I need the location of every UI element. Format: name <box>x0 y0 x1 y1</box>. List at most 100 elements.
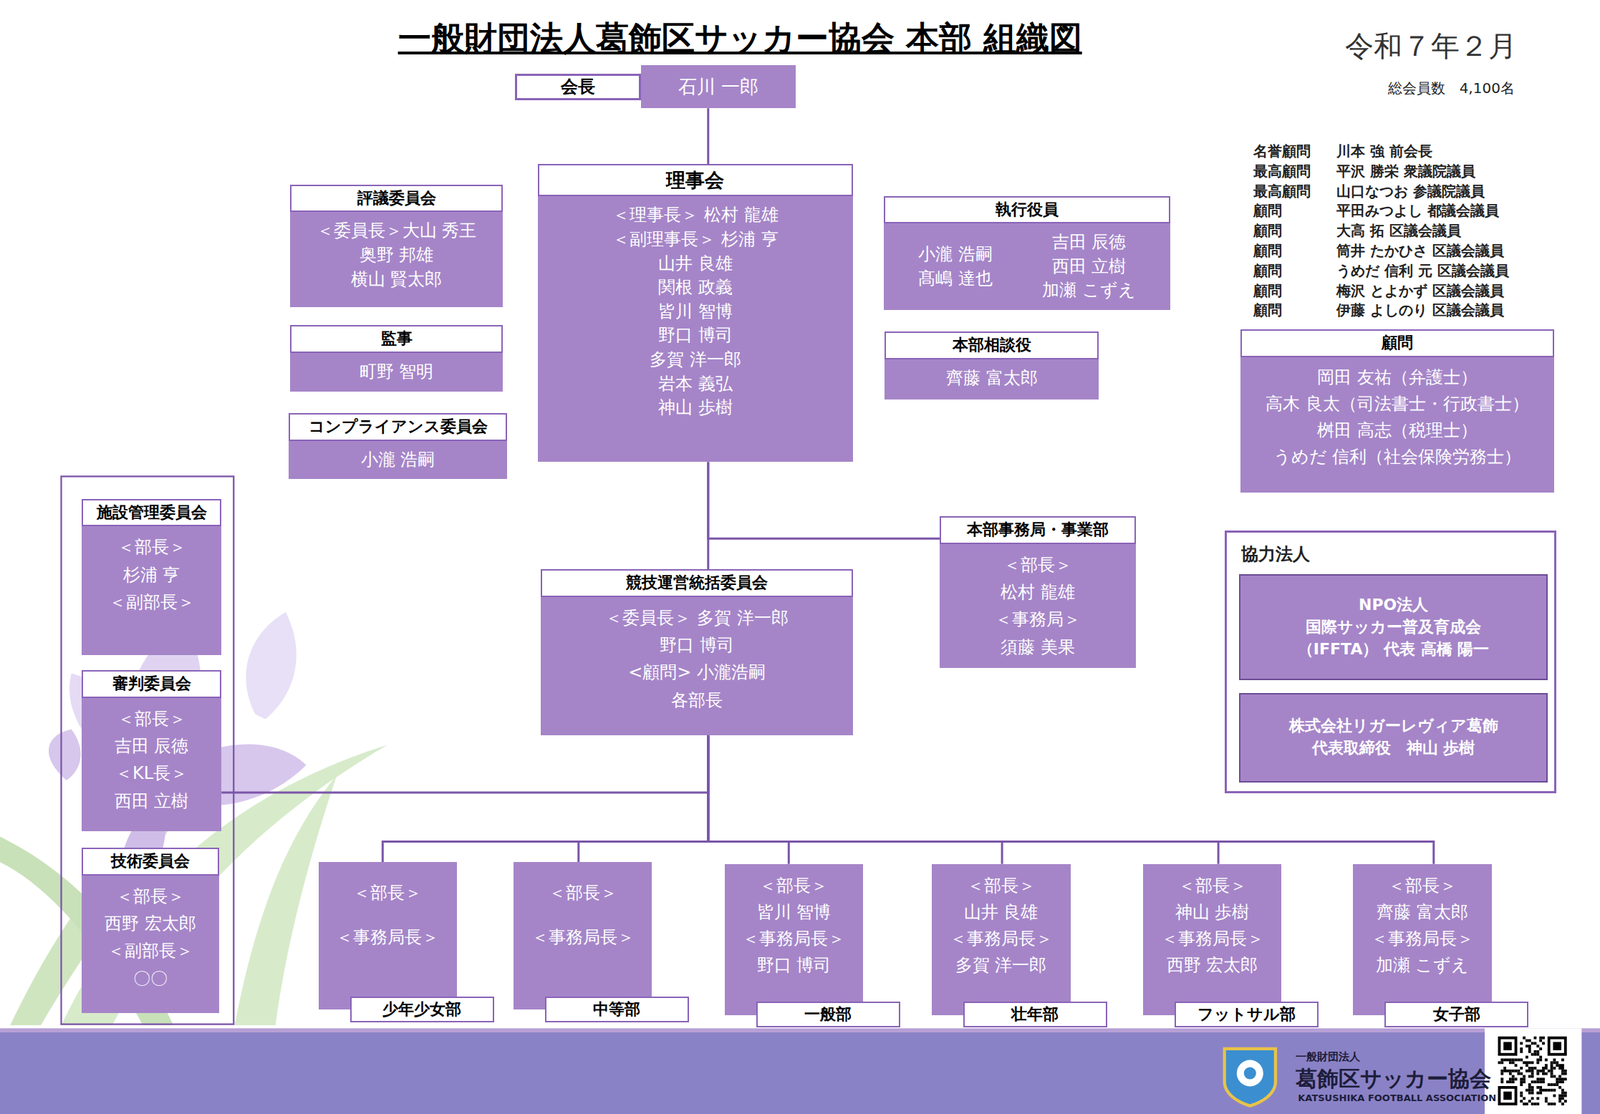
advisor-role: 顧問 <box>1253 221 1283 241</box>
box-body: ＜部長＞西野 宏太郎＜副部長＞〇〇 <box>81 875 220 1014</box>
member-name: 吉田 辰徳 <box>1052 230 1127 255</box>
org-box: ＜部長＞＜事務局長＞中等部 <box>513 862 653 1011</box>
org-box: 監事町野 智明 <box>290 325 504 392</box>
box-header: 技術委員会 <box>81 847 220 876</box>
box-header: 競技運営統括委員会 <box>540 569 853 598</box>
advisor-name: うめだ 信利 元 区議会議員 <box>1336 261 1510 281</box>
box-header: 本部事務局・事業部 <box>939 516 1136 545</box>
member-name: 須藤 美果 <box>1000 633 1076 662</box>
member-name: ＜部長＞ <box>116 883 185 911</box>
qr-ground <box>1484 1028 1582 1114</box>
member-name: 杉浦 亨 <box>123 561 181 589</box>
org-box: 株式会社リガーレヴィア葛飾 代表取締役 神山 歩樹 <box>1239 693 1549 783</box>
box-body: ＜部長＞杉浦 亨＜副部長＞ <box>81 526 222 655</box>
date-label: 令和７年２月 <box>1345 26 1517 66</box>
org-box: ＜部長＞齊藤 富太郎＜事務局長＞加瀬 こずえ女子部 <box>1352 864 1492 1016</box>
member-name: ＜部長＞ <box>117 533 187 561</box>
member-name: 各部長 <box>671 686 723 715</box>
box-body: ＜部長＞吉田 辰徳＜KL長＞西田 立樹 <box>81 698 222 833</box>
box-header: 執行役員 <box>883 196 1171 225</box>
committee-group-outline <box>60 476 234 1025</box>
footer-band <box>0 1032 1600 1114</box>
member-name: 町野 智明 <box>359 360 435 385</box>
member-name: ＜部長＞ <box>117 705 187 733</box>
member-name: ＜副部長＞ <box>107 937 194 965</box>
member-name: ＜委員長＞ 多賀 洋一郎 <box>605 604 788 632</box>
org-box: 理事会＜理事長＞ 松村 龍雄＜副理事長＞ 杉浦 亨山井 良雄関根 政義皆川 智博… <box>537 164 853 462</box>
department-label: 少年少女部 <box>350 996 495 1023</box>
member-name: 野口 博司 <box>658 323 733 349</box>
box-body: 石川 一郎 <box>641 65 797 109</box>
box-header: 審判委員会 <box>81 670 222 699</box>
org-box: コンプライアンス委員会小瀧 浩嗣 <box>288 413 508 480</box>
member-name: ＜事務局長＞ <box>1370 926 1474 953</box>
advisor-role: 顧問 <box>1253 241 1283 261</box>
box-body: 小瀧 浩嗣髙嶋 達也 吉田 辰徳西田 立樹加瀬 こずえ <box>883 223 1171 311</box>
member-name: 西野 宏太郎 <box>104 910 197 938</box>
member-name: 山井 良雄 <box>964 899 1039 927</box>
member-name: ＜部長＞ <box>353 870 422 916</box>
member-name: ＜副理事長＞ 杉浦 亨 <box>612 227 778 253</box>
footer-org-english: KATSUSHIKA FOOTBALL ASSOCIATION <box>1297 1092 1497 1104</box>
member-name: 小瀧 浩嗣 <box>918 242 993 268</box>
member-name: うめだ 信利（社会保険労務士） <box>1273 444 1522 471</box>
box-header: 会長 <box>514 73 641 101</box>
member-name: ＜事務局長＞ <box>949 926 1053 953</box>
footer-org-name: 葛飾区サッカー協会 <box>1295 1064 1492 1095</box>
box-header: 本部相談役 <box>884 331 1099 360</box>
department-label: 壮年部 <box>963 1001 1108 1028</box>
member-name: 桝田 高志（税理士） <box>1317 417 1478 445</box>
group-title: 協力法人 <box>1226 532 1555 576</box>
org-connector <box>708 735 790 865</box>
org-connector <box>708 735 1219 865</box>
member-name: 松村 龍雄 <box>1000 578 1076 606</box>
member-name: 神山 歩樹 <box>1175 899 1250 927</box>
qr-code <box>1498 1037 1568 1106</box>
member-name: 野口 博司 <box>757 952 832 980</box>
member-name: 西野 宏太郎 <box>1166 952 1259 980</box>
advisor-name: 梅沢 とよかず 区議会議員 <box>1336 281 1505 301</box>
department-label: 中等部 <box>545 996 689 1023</box>
org-box: ＜部長＞山井 良雄＜事務局長＞多賀 洋一郎壮年部 <box>931 864 1071 1016</box>
member-name: ＜副部長＞ <box>108 588 195 616</box>
member-name: ＜KL長＞ <box>115 759 188 788</box>
advisor-name: 川本 強 前会長 <box>1336 141 1433 162</box>
org-connector <box>221 735 709 793</box>
advisor-name: 伊藤 よしのり 区議会議員 <box>1336 300 1505 321</box>
member-name: 岡田 友祐（弁護士） <box>1317 364 1478 392</box>
member-name: ＜事務局＞ <box>994 605 1081 634</box>
department-label: フットサル部 <box>1174 1001 1319 1028</box>
member-name: ＜部長＞ <box>1388 873 1457 900</box>
member-name: 多賀 洋一郎 <box>649 348 742 373</box>
advisor-role: 最高顧問 <box>1253 161 1311 182</box>
partner-name: NPO法人 国際サッカー普及育成会 （IFFTA） 代表 高橋 陽一 <box>1297 594 1491 661</box>
org-connector <box>708 735 1002 865</box>
member-name: 髙嶋 達也 <box>918 267 993 292</box>
box-header: 監事 <box>290 325 504 354</box>
org-box: 本部相談役齊藤 富太郎 <box>884 331 1099 400</box>
member-name: ＜部長＞ <box>1178 873 1247 900</box>
org-box: ＜部長＞神山 歩樹＜事務局長＞西野 宏太郎フットサル部 <box>1143 864 1283 1016</box>
org-box: 評議委員会＜委員長＞大山 秀王奥野 邦雄横山 賢太郎 <box>290 184 504 308</box>
member-name: ＜部長＞ <box>759 873 828 900</box>
org-box: 顧問岡田 友祐（弁護士）高木 良太（司法書士・行政書士）桝田 高志（税理士）うめ… <box>1240 329 1554 493</box>
advisor-role: 顧問 <box>1253 300 1283 321</box>
logo-emblem <box>1224 1049 1276 1107</box>
name-column: 吉田 辰徳西田 立樹加瀬 こずえ <box>1042 230 1136 303</box>
org-box: 本部事務局・事業部＜部長＞松村 龍雄＜事務局＞須藤 美果 <box>939 516 1136 669</box>
partner-name: 株式会社リガーレヴィア葛飾 代表取締役 神山 歩樹 <box>1275 715 1512 760</box>
department-label: 一般部 <box>756 1001 901 1028</box>
member-name: ＜事務局長＞ <box>741 926 846 953</box>
org-box: 施設管理委員会＜部長＞杉浦 亨＜副部長＞ <box>81 499 222 656</box>
member-name: 関根 政義 <box>658 275 733 301</box>
box-body: ＜委員長＞大山 秀王奥野 邦雄横山 賢太郎 <box>290 211 504 307</box>
advisor-role: 顧問 <box>1253 201 1283 221</box>
org-box: 会長 石川 一郎 <box>514 65 796 109</box>
member-name: ＜委員長＞大山 秀王 <box>316 219 477 244</box>
member-name: 横山 賢太郎 <box>350 267 443 293</box>
member-name: ＜部長＞ <box>548 870 618 916</box>
org-connector <box>382 735 709 863</box>
box-body: ＜委員長＞ 多賀 洋一郎野口 博司<顧問> 小瀧浩嗣各部長 <box>540 597 853 737</box>
member-name: 多賀 洋一郎 <box>955 952 1048 980</box>
member-name: 石川 一郎 <box>678 73 759 100</box>
